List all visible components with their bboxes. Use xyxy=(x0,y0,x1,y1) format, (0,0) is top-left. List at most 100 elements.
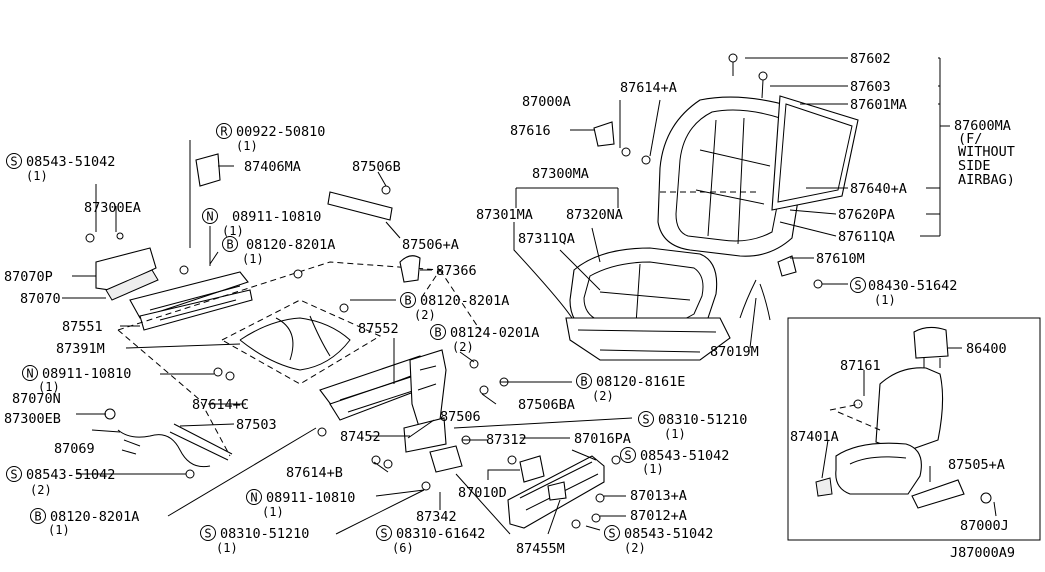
callout-87551: 87551 xyxy=(62,319,103,335)
callout-87610m: 87610M xyxy=(816,251,865,267)
qty-08120-8201a-b: (2) xyxy=(414,308,436,322)
prefix-symbol-s: S xyxy=(638,411,654,427)
callout-87503: 87503 xyxy=(236,417,277,433)
prefix-symbol-r: R xyxy=(216,123,232,139)
callout-08310-51210-a: 08310-51210 xyxy=(658,412,747,428)
callout-87401a: 87401A xyxy=(790,429,839,445)
qty-08911-10810-c: (1) xyxy=(262,505,284,519)
callout-87161: 87161 xyxy=(840,358,881,374)
qty-08120-8161e: (2) xyxy=(592,389,614,403)
callout-87616: 87616 xyxy=(510,123,551,139)
prefix-symbol-letter: S xyxy=(854,279,861,293)
qty-08120-8201a-c: (1) xyxy=(48,523,70,537)
prefix-symbol-ring xyxy=(246,489,262,505)
seat-cushion-drawing xyxy=(565,247,731,361)
callout-87012-a: 87012+A xyxy=(630,508,687,524)
prefix-symbol-ring xyxy=(216,123,232,139)
callout-08543-51042-b: 08543-51042 xyxy=(640,448,729,464)
prefix-symbol-ring xyxy=(620,447,636,463)
callout-87010d: 87010D xyxy=(458,485,507,501)
callout-08120-8161e: 08120-8161E xyxy=(596,374,685,390)
callout-87506-a: 87506+A xyxy=(402,237,459,253)
callout-87391m: 87391M xyxy=(56,341,105,357)
seat-frame-drawing xyxy=(95,153,481,473)
callout-87300ma: 87300MA xyxy=(532,166,589,182)
prefix-symbol-s: S xyxy=(6,466,22,482)
callout-87552: 87552 xyxy=(358,321,399,337)
callout-87070p: 87070P xyxy=(4,269,53,285)
callout-08911-10810-c: 08911-10810 xyxy=(266,490,355,506)
callout-87070: 87070 xyxy=(20,291,61,307)
qty-08120-8201a-a: (1) xyxy=(242,252,264,266)
callout-87600ma: 87600MA xyxy=(954,118,1011,134)
callout-87320na: 87320NA xyxy=(566,207,623,223)
qty-08543-51042-c: (2) xyxy=(30,483,52,497)
seat-back-drawing xyxy=(657,95,859,257)
callout-87000j: 87000J xyxy=(960,518,1009,534)
prefix-symbol-n: N xyxy=(22,365,38,381)
fasteners xyxy=(85,53,992,529)
prefix-symbol-ring xyxy=(638,411,654,427)
qty-08911-10810-b: (1) xyxy=(38,380,60,394)
prefix-symbol-ring xyxy=(850,277,866,293)
callout-87312: 87312 xyxy=(486,432,527,448)
callout-08310-61642: 08310-61642 xyxy=(396,526,485,542)
prefix-symbol-s: S xyxy=(200,525,216,541)
callout-87452: 87452 xyxy=(340,429,381,445)
callout-87019m: 87019M xyxy=(710,344,759,360)
callout-87366: 87366 xyxy=(436,263,477,279)
prefix-symbol-ring xyxy=(30,508,46,524)
qty-08543-51042-d: (2) xyxy=(624,541,646,555)
diagram-id: J87000A9 xyxy=(950,545,1015,561)
prefix-symbol-b: B xyxy=(222,236,238,252)
prefix-symbol-s: S xyxy=(850,277,866,293)
side-cover-drawing xyxy=(507,455,605,529)
callout-87069: 87069 xyxy=(54,441,95,457)
prefix-symbol-n: N xyxy=(246,489,262,505)
prefix-symbol-b: B xyxy=(576,373,592,389)
prefix-symbol-ring xyxy=(400,292,416,308)
prefix-symbol-letter: S xyxy=(642,413,649,427)
qty-08543-51042-a: (1) xyxy=(26,169,48,183)
callout-87603: 87603 xyxy=(850,79,891,95)
prefix-symbol-letter: B xyxy=(34,510,41,524)
callout-87602: 87602 xyxy=(850,51,891,67)
prefix-symbol-b: B xyxy=(430,324,446,340)
qty-08430-51642: (1) xyxy=(874,293,896,307)
callout-labels: 87602 87603 87601MA 87600MA (F/ WITHOUT … xyxy=(4,51,1015,561)
prefix-symbol-ring xyxy=(202,208,218,224)
prefix-symbol-b: B xyxy=(30,508,46,524)
prefix-symbol-ring xyxy=(576,373,592,389)
prefix-symbol-ring xyxy=(604,525,620,541)
callout-08124-0201a: 08124-0201A xyxy=(450,325,539,341)
callout-87300eb: 87300EB xyxy=(4,411,61,427)
prefix-symbol-s: S xyxy=(6,153,22,169)
callout-87506ba: 87506BA xyxy=(518,397,575,413)
callout-87640-a: 87640+A xyxy=(850,181,907,197)
prefix-symbol-letter: R xyxy=(220,125,228,139)
prefix-symbol-letter: B xyxy=(434,326,441,340)
prefix-symbol-letter: B xyxy=(226,238,233,252)
callout-87016pa: 87016PA xyxy=(574,431,631,447)
prefix-symbol-n: N xyxy=(202,208,218,224)
inset-frame xyxy=(787,317,1041,541)
prefix-symbol-letter: N xyxy=(250,491,257,505)
note-side: SIDE xyxy=(958,158,991,174)
callout-87620pa: 87620PA xyxy=(838,207,895,223)
callout-08120-8201a-a: 08120-8201A xyxy=(246,237,335,253)
callout-87013-a: 87013+A xyxy=(630,488,687,504)
prefix-symbol-ring xyxy=(6,153,22,169)
qty-08911-10810-a: (1) xyxy=(222,224,244,238)
prefix-symbol-ring xyxy=(22,365,38,381)
callout-87455m: 87455M xyxy=(516,541,565,557)
prefix-symbol-letter: S xyxy=(624,449,631,463)
callout-00922-50810: 00922-50810 xyxy=(236,124,325,140)
prefix-symbol-ring xyxy=(6,466,22,482)
note-f: (F/ xyxy=(958,131,982,147)
prefix-symbol-s: S xyxy=(620,447,636,463)
callout-87406ma: 87406MA xyxy=(244,159,301,175)
callout-87614-c: 87614+C xyxy=(192,397,249,413)
callout-87611qa: 87611QA xyxy=(838,229,895,245)
qty-08310-51210-b: (1) xyxy=(216,541,238,555)
